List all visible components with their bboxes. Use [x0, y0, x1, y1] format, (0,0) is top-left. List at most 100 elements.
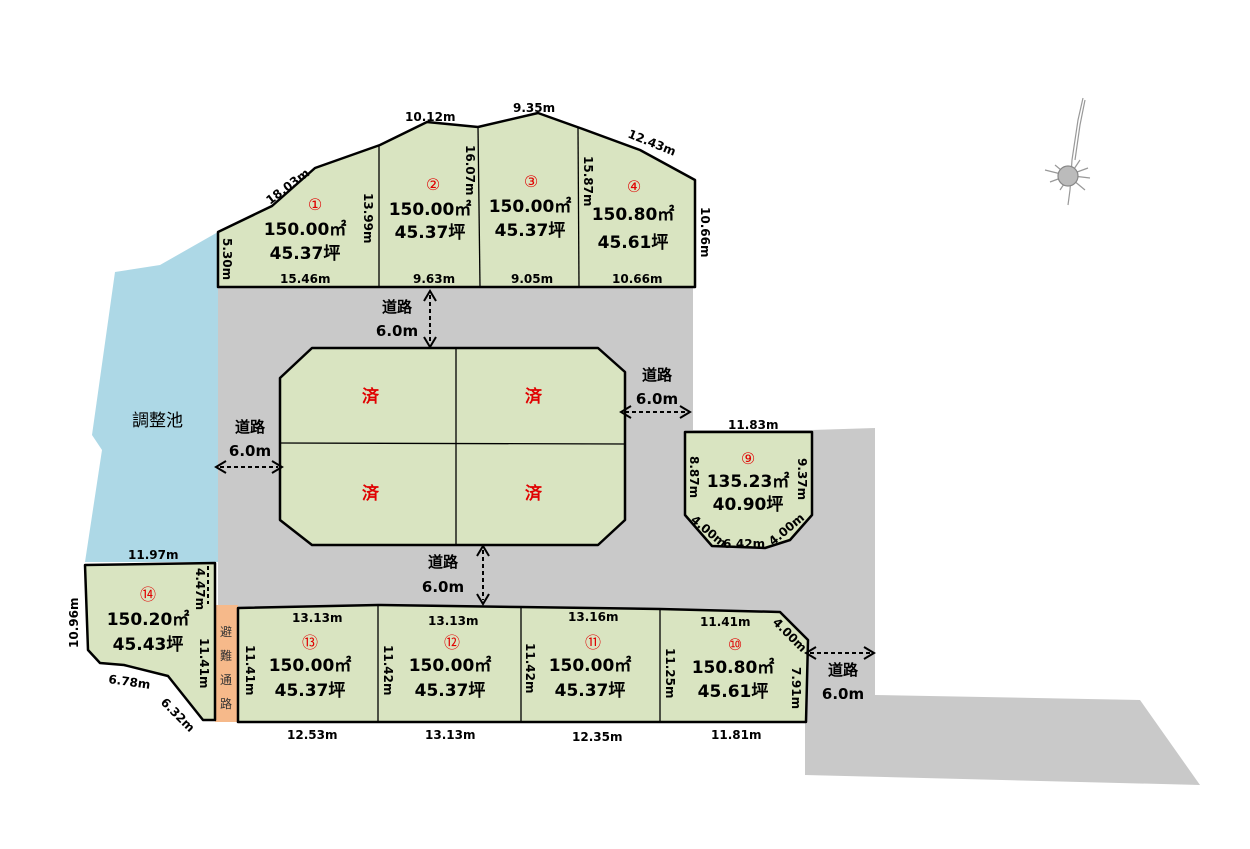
svg-text:③: ③ [524, 172, 538, 191]
svg-text:45.61坪: 45.61坪 [598, 233, 669, 253]
svg-text:通: 通 [220, 673, 232, 687]
svg-text:11.83m: 11.83m [728, 418, 778, 432]
svg-text:道路: 道路 [428, 553, 459, 571]
sold-block [278, 346, 627, 547]
svg-text:150.80㎡: 150.80㎡ [592, 204, 675, 225]
svg-text:13.16m: 13.16m [568, 610, 618, 624]
svg-text:13.13m: 13.13m [425, 728, 475, 742]
svg-text:11.97m: 11.97m [128, 548, 178, 562]
svg-text:13.13m: 13.13m [292, 611, 342, 625]
svg-text:6.42m: 6.42m [723, 537, 765, 551]
svg-text:6.0m: 6.0m [229, 442, 271, 460]
svg-text:9.63m: 9.63m [413, 272, 455, 286]
svg-text:6.78m: 6.78m [108, 672, 152, 692]
plot-14 [83, 561, 217, 722]
svg-text:⑬: ⑬ [302, 633, 318, 652]
lot-divider [279, 442, 626, 445]
road-label-top: 道路 6.0m [376, 298, 418, 340]
svg-text:45.37坪: 45.37坪 [395, 223, 466, 243]
svg-text:⑩: ⑩ [728, 635, 742, 654]
svg-text:⑨: ⑨ [741, 449, 755, 468]
svg-text:①: ① [308, 195, 322, 214]
svg-text:11.25m: 11.25m [663, 648, 677, 698]
svg-text:9.05m: 9.05m [511, 272, 553, 286]
svg-text:11.81m: 11.81m [711, 728, 761, 742]
svg-text:150.80㎡: 150.80㎡ [692, 657, 775, 678]
lot-divider [577, 127, 580, 288]
plot-label-3: ③ 150.00㎡ 45.37坪 [489, 172, 572, 241]
dimension-labels: 18.03m 10.12m 9.35m 12.43m 10.66m 5.30m … [67, 101, 810, 744]
svg-text:15.87m: 15.87m [581, 156, 595, 206]
road-label-east: 道路 6.0m [822, 661, 864, 703]
svg-text:150.00㎡: 150.00㎡ [489, 196, 572, 217]
plot-label-9: ⑨ 135.23㎡ 40.90坪 [707, 449, 790, 515]
plot-label-11: ⑪ 150.00㎡ 45.37坪 [549, 633, 632, 701]
svg-text:13.13m: 13.13m [428, 614, 478, 628]
svg-text:45.43坪: 45.43坪 [113, 635, 184, 655]
svg-text:11.41m: 11.41m [243, 645, 257, 695]
plot-label-4: ④ 150.80㎡ 45.61坪 [592, 177, 675, 253]
svg-text:道路: 道路 [642, 366, 673, 384]
svg-text:6.0m: 6.0m [422, 578, 464, 596]
svg-text:11.41m: 11.41m [700, 615, 750, 629]
svg-text:④: ④ [627, 177, 641, 196]
sold-label: 済 [362, 483, 380, 504]
svg-text:道路: 道路 [235, 418, 266, 436]
svg-text:5.30m: 5.30m [220, 238, 234, 280]
svg-text:11.42m: 11.42m [381, 645, 395, 695]
svg-text:7.91m: 7.91m [789, 667, 803, 709]
road-label-left: 道路 6.0m [229, 418, 271, 460]
svg-text:45.37坪: 45.37坪 [270, 244, 341, 264]
svg-text:⑫: ⑫ [444, 633, 460, 652]
svg-text:16.07m: 16.07m [463, 145, 477, 195]
svg-text:11.42m: 11.42m [523, 643, 537, 693]
north-compass-icon [1044, 97, 1091, 206]
plot-label-2: ② 150.00㎡ 45.37坪 [389, 175, 472, 243]
retention-pond [85, 232, 218, 562]
svg-text:45.37坪: 45.37坪 [555, 681, 626, 701]
svg-text:10.96m: 10.96m [67, 598, 81, 648]
svg-text:10.66m: 10.66m [698, 207, 712, 257]
svg-text:45.37坪: 45.37坪 [415, 681, 486, 701]
svg-text:150.00㎡: 150.00㎡ [549, 655, 632, 676]
svg-text:40.90坪: 40.90坪 [713, 495, 784, 515]
plot-label-10: ⑩ 150.80㎡ 45.61坪 [692, 635, 775, 702]
svg-text:9.35m: 9.35m [513, 101, 555, 115]
svg-text:⑭: ⑭ [140, 585, 156, 604]
svg-text:道路: 道路 [828, 661, 859, 679]
sold-label: 済 [362, 386, 380, 407]
plot-label-12: ⑫ 150.00㎡ 45.37坪 [409, 633, 492, 701]
evacuation-path [215, 605, 238, 722]
svg-text:6.0m: 6.0m [636, 390, 678, 408]
svg-text:10.12m: 10.12m [405, 110, 455, 124]
svg-text:12.53m: 12.53m [287, 728, 337, 742]
sold-label: 済 [525, 483, 543, 504]
plot-label-14: ⑭ 150.20㎡ 45.43坪 [107, 585, 190, 655]
svg-text:6.0m: 6.0m [822, 685, 864, 703]
svg-text:150.00㎡: 150.00㎡ [269, 655, 352, 676]
plot-label-1: ① 150.00㎡ 45.37坪 [264, 195, 347, 264]
road-label-right: 道路 6.0m [636, 366, 678, 408]
plots-10-13-block [236, 603, 810, 724]
evacuation-label: 避 難 通 路 [220, 625, 232, 711]
lot-divider [477, 126, 481, 288]
svg-text:9.37m: 9.37m [795, 458, 809, 500]
svg-text:150.00㎡: 150.00㎡ [389, 199, 472, 220]
svg-text:13.99m: 13.99m [361, 193, 375, 243]
plots-1-4-block [216, 111, 697, 289]
svg-text:45.37坪: 45.37坪 [495, 221, 566, 241]
svg-text:45.61坪: 45.61坪 [698, 682, 769, 702]
svg-text:150.20㎡: 150.20㎡ [107, 609, 190, 630]
svg-text:10.66m: 10.66m [612, 272, 662, 286]
svg-text:45.37坪: 45.37坪 [275, 681, 346, 701]
sold-label: 済 [525, 386, 543, 407]
svg-text:150.00㎡: 150.00㎡ [409, 655, 492, 676]
plot-label-13: ⑬ 150.00㎡ 45.37坪 [269, 633, 352, 701]
pond-label: 調整池 [132, 411, 183, 431]
svg-text:路: 路 [220, 696, 232, 711]
svg-text:150.00㎡: 150.00㎡ [264, 219, 347, 240]
svg-text:12.35m: 12.35m [572, 730, 622, 744]
svg-text:②: ② [426, 175, 440, 194]
svg-text:⑪: ⑪ [585, 633, 601, 652]
